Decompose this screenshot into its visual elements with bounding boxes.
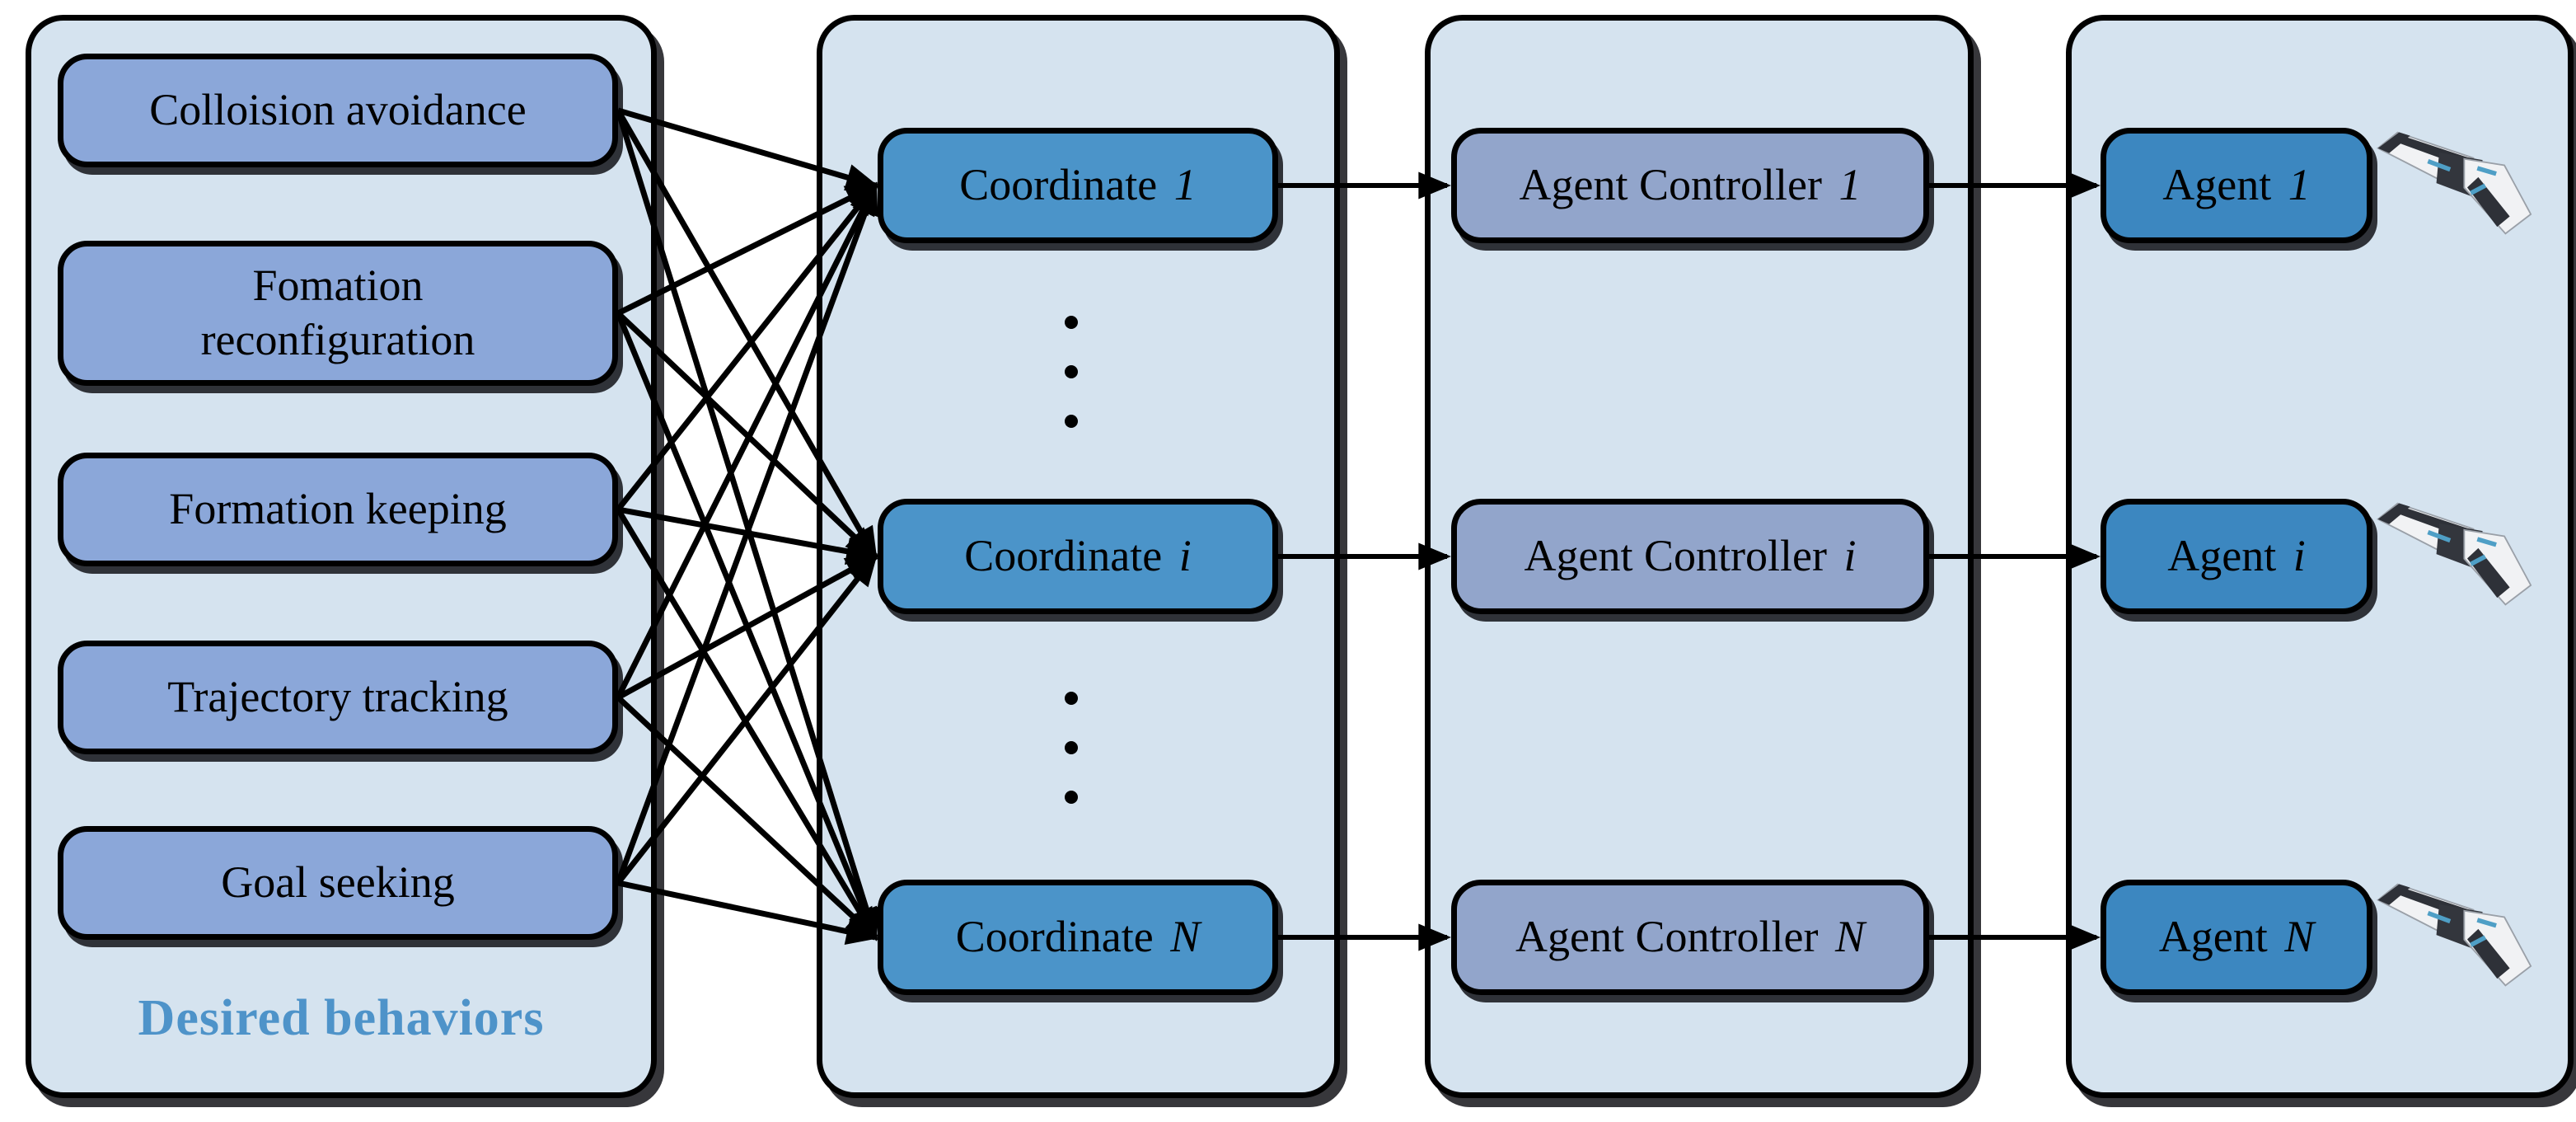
dot — [1065, 791, 1078, 804]
agent-controller-box-index: i — [1843, 531, 1857, 581]
agent-box-n: Agent N — [2101, 880, 2372, 995]
vertical-ellipsis-bottom — [1065, 692, 1078, 804]
coordinate-box-index: i — [1178, 531, 1192, 581]
panel-desired-behaviors: Colloision avoidance Fomation reconfigur… — [26, 15, 657, 1098]
dot — [1065, 415, 1078, 428]
coordinate-box-label: Coordinate — [959, 160, 1158, 210]
drone-icon — [2377, 131, 2532, 235]
agent-controller-box-index: N — [1834, 912, 1865, 962]
coordinate-box-index: 1 — [1173, 160, 1197, 210]
dot — [1065, 741, 1078, 754]
behavior-box-formation-keeping: Formation keeping — [58, 453, 618, 566]
agent-controller-box-index: 1 — [1838, 160, 1862, 210]
behavior-box-label: Formation keeping — [169, 484, 507, 534]
drone-icon — [2377, 502, 2532, 606]
dot — [1065, 316, 1078, 329]
coordinate-box-i: Coordinate i — [878, 499, 1278, 614]
agent-box-1: Agent 1 — [2101, 128, 2372, 243]
dot — [1065, 365, 1078, 378]
coordinate-box-label: Coordinate — [955, 912, 1154, 962]
desired-behaviors-label: Desired behaviors — [138, 990, 545, 1046]
coordinate-box-1: Coordinate 1 — [878, 128, 1278, 243]
coordinate-box-index: N — [1170, 912, 1201, 962]
agent-controller-box-label: Agent Controller — [1524, 531, 1827, 581]
agent-controller-box-label: Agent Controller — [1515, 912, 1819, 962]
coordinate-box-label: Coordinate — [964, 531, 1163, 581]
behavior-box-label: Trajectory tracking — [167, 672, 508, 722]
coordinate-box-n: Coordinate N — [878, 880, 1278, 995]
behavior-box-trajectory-tracking: Trajectory tracking — [58, 641, 618, 754]
agent-controller-box-i: Agent Controller i — [1451, 499, 1929, 614]
agent-box-label: Agent — [2158, 912, 2268, 962]
agent-box-index: 1 — [2288, 160, 2311, 210]
agent-box-index: N — [2284, 912, 2315, 962]
agent-box-label: Agent — [2167, 531, 2277, 581]
agent-box-index: i — [2293, 531, 2306, 581]
agent-controller-box-label: Agent Controller — [1519, 160, 1822, 210]
behavior-box-fomation-reconfiguration: Fomation reconfiguration — [58, 241, 618, 386]
dot — [1065, 692, 1078, 705]
panel-agent-controllers: Agent Controller 1 Agent Controller i Agen… — [1425, 15, 1974, 1098]
behavior-box-label: Fomation reconfiguration — [200, 261, 475, 364]
agent-box-label: Agent — [2162, 160, 2272, 210]
vertical-ellipsis-top — [1065, 316, 1078, 428]
behavior-box-label: Goal seeking — [221, 857, 455, 908]
agent-controller-box-1: Agent Controller 1 — [1451, 128, 1929, 243]
agent-controller-box-n: Agent Controller N — [1451, 880, 1929, 995]
drone-icon — [2377, 883, 2532, 987]
behavior-box-colloision-avoidance: Colloision avoidance — [58, 54, 618, 167]
behavior-box-label: Colloision avoidance — [149, 85, 527, 135]
behavior-box-goal-seeking: Goal seeking — [58, 826, 618, 940]
